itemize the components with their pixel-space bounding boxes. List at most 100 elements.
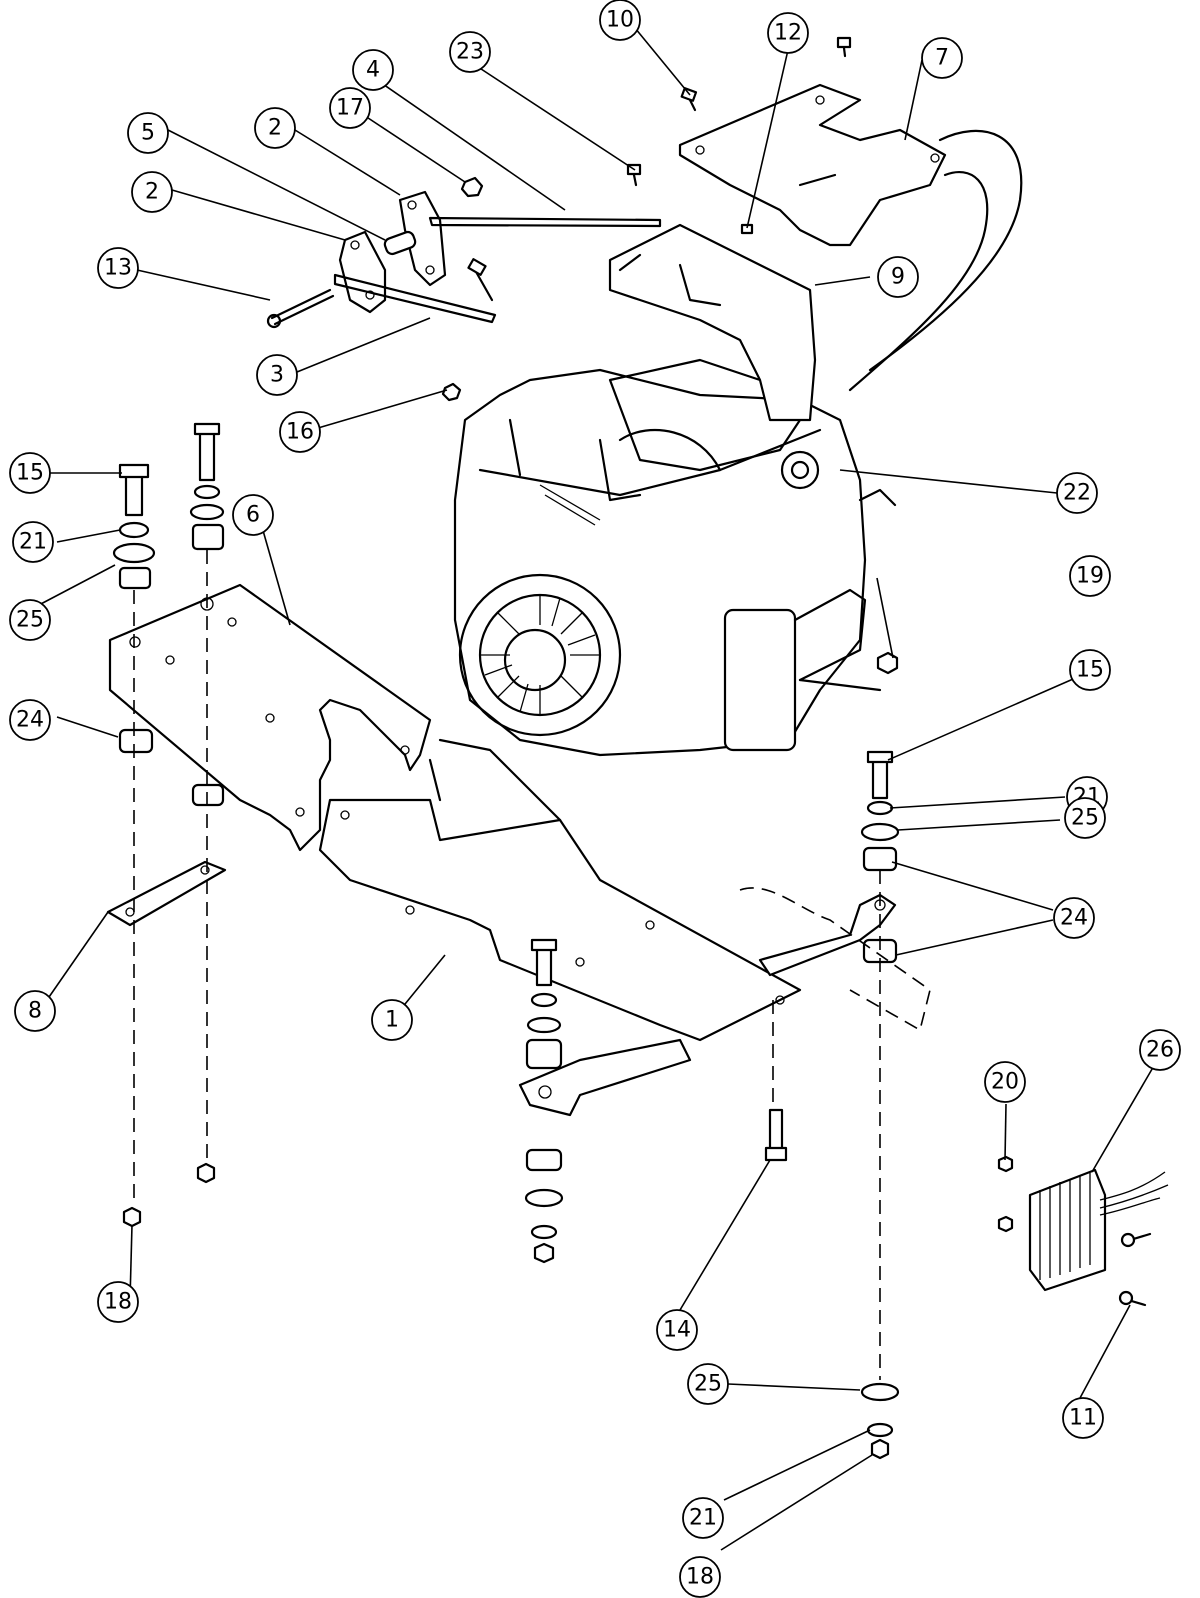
callout-circle: [1062, 1397, 1104, 1439]
callout-label: 24: [16, 708, 44, 733]
callout-6: 6: [232, 494, 274, 536]
callout-9: 9: [877, 256, 919, 298]
callout-18: 18: [97, 1281, 139, 1323]
callout-label: 23: [456, 40, 484, 65]
callout-15: 15: [1069, 649, 1111, 691]
callout-13: 13: [97, 247, 139, 289]
callout-circle: [127, 112, 169, 154]
cover-plate-7: [678, 83, 1023, 392]
callout-label: 25: [694, 1372, 722, 1397]
callout-label: 22: [1063, 481, 1091, 506]
callout-circle: [9, 699, 51, 741]
callout-circle: [1139, 1029, 1181, 1071]
callout-circle: [232, 494, 274, 536]
callout-25: 25: [1064, 797, 1106, 839]
callout-20: 20: [984, 1061, 1026, 1103]
callout-19: 19: [1069, 555, 1111, 597]
callout-balloons: 1223456789101112131415151617181819202121…: [9, 0, 1181, 1598]
callout-circle: [97, 1281, 139, 1323]
callout-18: 18: [679, 1556, 721, 1598]
callout-label: 16: [286, 420, 314, 445]
bracket-9: [608, 223, 817, 422]
callout-5: 5: [127, 112, 169, 154]
callout-label: 5: [141, 121, 155, 146]
callout-circle: [12, 521, 54, 563]
callout-label: 11: [1069, 1406, 1097, 1431]
callout-11: 11: [1062, 1397, 1104, 1439]
callout-label: 17: [336, 96, 364, 121]
callout-label: 6: [246, 503, 260, 528]
callout-circle: [1064, 797, 1106, 839]
callout-23: 23: [449, 31, 491, 73]
callout-label: 25: [16, 608, 44, 633]
callout-circle: [921, 37, 963, 79]
callout-12: 12: [767, 12, 809, 54]
callout-label: 4: [366, 58, 380, 83]
callout-label: 21: [19, 530, 47, 555]
callout-circle: [1069, 555, 1111, 597]
callout-14: 14: [656, 1309, 698, 1351]
mount-stacks: [112, 422, 900, 1460]
callout-label: 2: [268, 116, 282, 141]
callout-label: 18: [686, 1565, 714, 1590]
callout-label: 8: [28, 999, 42, 1024]
callout-25: 25: [9, 599, 51, 641]
callout-10: 10: [599, 0, 641, 41]
callout-circle: [97, 247, 139, 289]
callout-label: 26: [1146, 1038, 1174, 1063]
callout-label: 25: [1071, 806, 1099, 831]
callout-24: 24: [9, 699, 51, 741]
callout-25: 25: [687, 1363, 729, 1405]
callout-label: 12: [774, 21, 802, 46]
callout-8: 8: [14, 990, 56, 1032]
callout-16: 16: [279, 411, 321, 453]
callout-label: 15: [1076, 658, 1104, 683]
callout-21: 21: [682, 1497, 724, 1539]
callout-circle: [679, 1556, 721, 1598]
callout-circle: [656, 1309, 698, 1351]
callout-circle: [371, 999, 413, 1041]
callout-label: 15: [16, 461, 44, 486]
linkage-parts: [266, 36, 852, 402]
callout-circle: [1053, 897, 1095, 939]
engine-assembly: [453, 358, 897, 757]
callout-label: 1: [385, 1008, 399, 1033]
callout-circle: [352, 49, 394, 91]
callout-24: 24: [1053, 897, 1095, 939]
callout-circle: [14, 990, 56, 1032]
callout-label: 7: [935, 46, 949, 71]
frame-1: [318, 738, 897, 1117]
callout-circle: [767, 12, 809, 54]
callout-label: 14: [663, 1318, 691, 1343]
regulator-26: [997, 1155, 1169, 1307]
callout-label: 24: [1060, 906, 1088, 931]
callout-label: 21: [689, 1506, 717, 1531]
callout-circle: [877, 256, 919, 298]
callout-label: 13: [104, 256, 132, 281]
callout-circle: [9, 599, 51, 641]
callout-2: 2: [131, 171, 173, 213]
assembly-lines: [133, 550, 931, 1380]
callout-22: 22: [1056, 472, 1098, 514]
callout-circle: [599, 0, 641, 41]
callout-leaders: [36, 27, 1156, 1551]
callout-3: 3: [256, 354, 298, 396]
callout-7: 7: [921, 37, 963, 79]
callout-label: 18: [104, 1290, 132, 1315]
callout-circle: [9, 452, 51, 494]
callout-4: 4: [352, 49, 394, 91]
callout-label: 20: [991, 1070, 1019, 1095]
callout-17: 17: [329, 87, 371, 129]
mounting-plate-6: [108, 583, 432, 852]
callout-circle: [256, 354, 298, 396]
callout-label: 2: [145, 180, 159, 205]
callout-21: 21: [12, 521, 54, 563]
callout-circle: [131, 171, 173, 213]
callout-circle: [687, 1363, 729, 1405]
callout-2: 2: [254, 107, 296, 149]
callout-circle: [329, 87, 371, 129]
callout-label: 3: [270, 363, 284, 388]
callout-15: 15: [9, 452, 51, 494]
